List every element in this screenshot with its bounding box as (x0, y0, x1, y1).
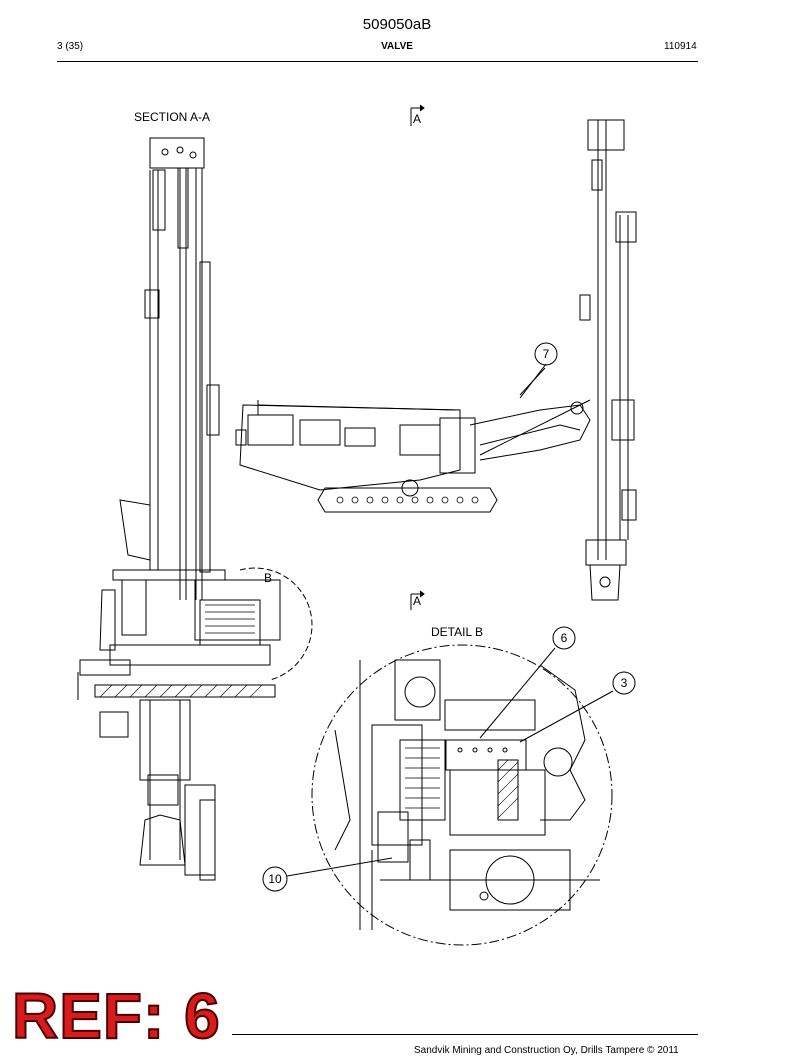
callout-6 (552, 626, 576, 650)
page-count: 3 (35) (57, 41, 84, 52)
detail-marker: B (264, 571, 272, 585)
header-rule (57, 61, 698, 62)
section-label: SECTION A-A (134, 110, 210, 124)
document-title: VALVE (381, 41, 413, 52)
document-number: 509050aB (362, 16, 432, 33)
ref-stamp: REF: 6 (11, 980, 221, 1052)
footer-rule (232, 1034, 698, 1035)
callout-6-label: 6 (561, 631, 568, 645)
callout-7 (534, 342, 558, 366)
detail-b-view (311, 644, 613, 946)
detail-label: DETAIL B (431, 625, 483, 639)
callout-10 (262, 866, 288, 892)
document-date: 110914 (664, 41, 697, 52)
side-view-rig (235, 119, 637, 601)
section-arrows (410, 104, 425, 610)
section-view-mast (77, 137, 313, 881)
section-arrow-top-label: A (413, 112, 421, 126)
callout-7-label: 7 (543, 347, 550, 361)
callout-10-label: 10 (268, 872, 282, 886)
callout-3-label: 3 (621, 676, 628, 690)
footer-copyright: Sandvik Mining and Construction Oy, Dril… (414, 1045, 679, 1056)
callout-3 (612, 671, 636, 695)
section-arrow-bottom-label: A (413, 594, 421, 608)
leader-lines (286, 363, 614, 877)
